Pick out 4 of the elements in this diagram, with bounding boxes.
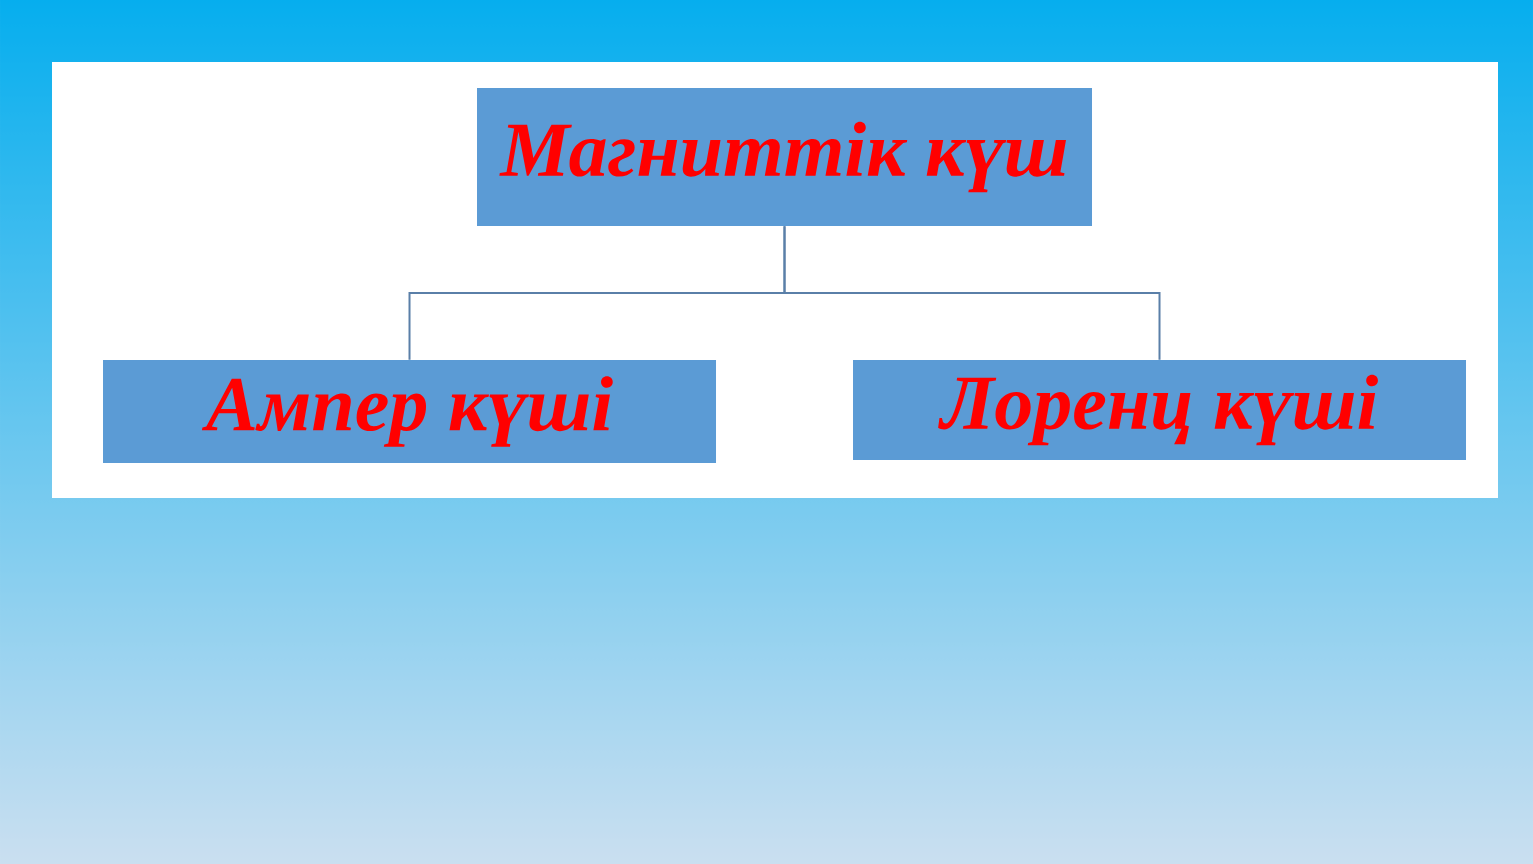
category-box: Ампер күші xyxy=(103,360,716,463)
connector-line xyxy=(783,225,1161,361)
category-box: Магниттік күш xyxy=(477,88,1092,226)
category-box: Лоренц күші xyxy=(853,360,1466,460)
